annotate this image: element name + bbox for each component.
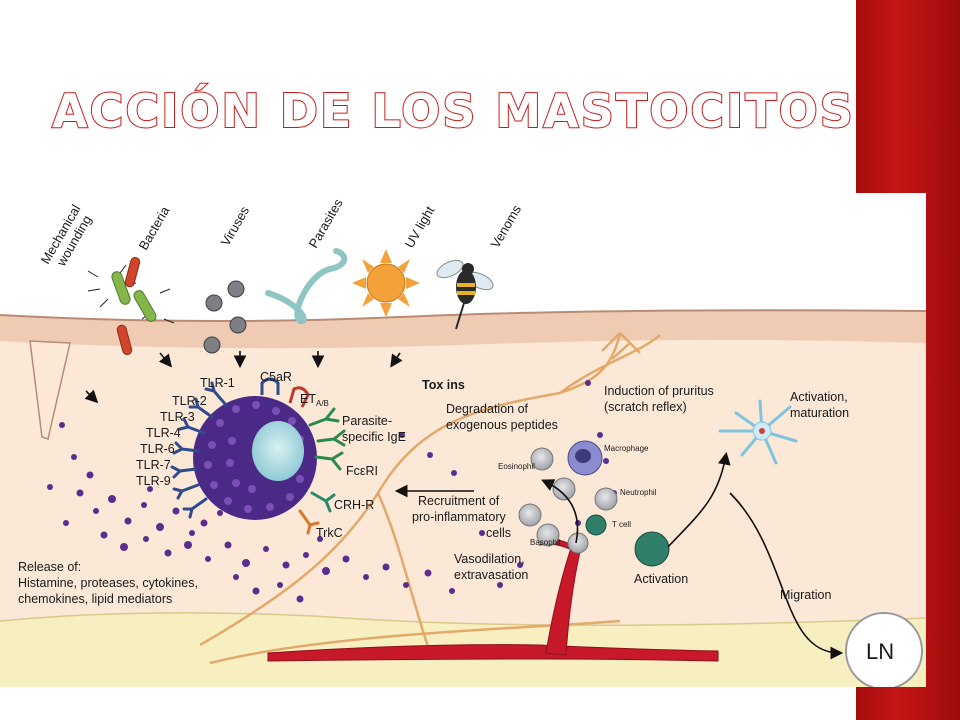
receptor-labels: TLR-1 TLR-2 TLR-3 TLR-4 TLR-6 TLR-7 TLR-… — [136, 370, 406, 540]
cell-labels: Macrophage Eosinophil Neutrophil T cell … — [498, 444, 894, 664]
process-labels: Tox ins Degradation of exogenous peptide… — [18, 378, 849, 606]
label-release-3: chemokines, lipid mediators — [18, 592, 172, 606]
label-tcell: T cell — [612, 520, 631, 529]
label-release-1: Release of: — [18, 560, 81, 574]
immune-cells — [518, 399, 798, 567]
label-recruit-1: Recruitment of — [418, 494, 500, 508]
label-neutrophil: Neutrophil — [620, 488, 657, 497]
label-parasites: Parasites — [306, 196, 346, 251]
crhr-receptor — [310, 491, 336, 513]
label-ige-line2: specific IgE — [342, 430, 406, 444]
eta-receptor — [288, 386, 310, 408]
wound-cut — [29, 340, 71, 440]
label-crhr: CRH-R — [334, 498, 374, 512]
virus-icon — [203, 280, 247, 354]
trkc-receptor — [298, 509, 320, 535]
stimulus-labels: Mechanical wounding Bacteria Viruses Par… — [38, 196, 525, 270]
label-pruritus-2: (scratch reflex) — [604, 400, 687, 414]
sun-icon — [352, 249, 420, 317]
label-pruritus-1: Induction of pruritus — [604, 384, 714, 398]
mast-cell-diagram: Mechanical wounding Bacteria Viruses Par… — [0, 193, 926, 687]
bee-icon — [436, 259, 494, 330]
process-arrows — [394, 451, 844, 660]
label-eosinophil: Eosinophil — [498, 462, 535, 471]
label-activation-mat-2: maturation — [790, 406, 849, 420]
entry-arrows — [84, 351, 403, 404]
label-macrophage: Macrophage — [604, 444, 649, 453]
label-tlr7: TLR-7 — [136, 458, 171, 472]
skin-surface-edge — [0, 309, 926, 323]
label-vaso-1: Vasodilation, — [454, 552, 525, 566]
label-release-2: Histamine, proteases, cytokines, — [18, 576, 198, 590]
parasite-icon — [265, 248, 348, 325]
label-tlr2: TLR-2 — [172, 394, 207, 408]
mast-cell — [193, 396, 317, 520]
label-c5ar: C5aR — [260, 370, 292, 384]
label-tlr3: TLR-3 — [160, 410, 195, 424]
activated-t-cell — [634, 531, 670, 567]
label-trkc: TrkC — [316, 526, 343, 540]
label-basophil: Basophil — [530, 538, 561, 547]
bacteria-icon — [87, 256, 175, 356]
released-granules — [47, 380, 617, 603]
label-degradation-1: Degradation of — [446, 402, 529, 416]
label-activation-mat-1: Activation, — [790, 390, 848, 404]
label-recruit-3: cells — [486, 526, 511, 540]
t-cell — [585, 514, 607, 536]
label-tlr1: TLR-1 — [200, 376, 235, 390]
label-fceri: FcεRI — [346, 464, 378, 478]
label-tlr4: TLR-4 — [146, 426, 181, 440]
skin-surface — [0, 310, 926, 349]
label-eta: ETA/B — [300, 392, 329, 408]
label-activation: Activation — [634, 572, 688, 586]
basophil-cell — [567, 532, 589, 554]
label-ige-line1: Parasite- — [342, 414, 392, 428]
dendritic-cell — [718, 399, 798, 465]
label-tlr6: TLR-6 — [140, 442, 175, 456]
label-toxins: Tox ins — [422, 378, 465, 392]
label-venoms: Venoms — [488, 202, 525, 251]
label-degradation-2: exogenous peptides — [446, 418, 558, 432]
lymph-node — [845, 612, 923, 687]
label-recruit-2: pro-inflammatory — [412, 510, 507, 524]
mast-cell-nucleus — [252, 421, 304, 481]
slide-title: ACCIÓN DE LOS MASTOCITOS — [51, 83, 855, 139]
label-viruses: Viruses — [218, 203, 253, 248]
neutrophil-cell — [594, 487, 618, 511]
label-ln: LN — [866, 639, 894, 664]
c5ar-receptor — [260, 377, 280, 395]
label-bacteria: Bacteria — [136, 203, 173, 252]
subcutaneous-edge — [0, 612, 926, 627]
label-vaso-2: extravasation — [454, 568, 528, 582]
mast-cell-diagram-svg: Mechanical wounding Bacteria Viruses Par… — [0, 196, 926, 687]
ige-receptor — [308, 407, 346, 471]
label-tlr9: TLR-9 — [136, 474, 171, 488]
eosinophil-cell — [530, 447, 554, 471]
label-uv: UV light — [402, 203, 438, 250]
tlr-receptors — [170, 381, 228, 519]
blood-vessel — [267, 539, 719, 662]
label-migration: Migration — [780, 588, 831, 602]
